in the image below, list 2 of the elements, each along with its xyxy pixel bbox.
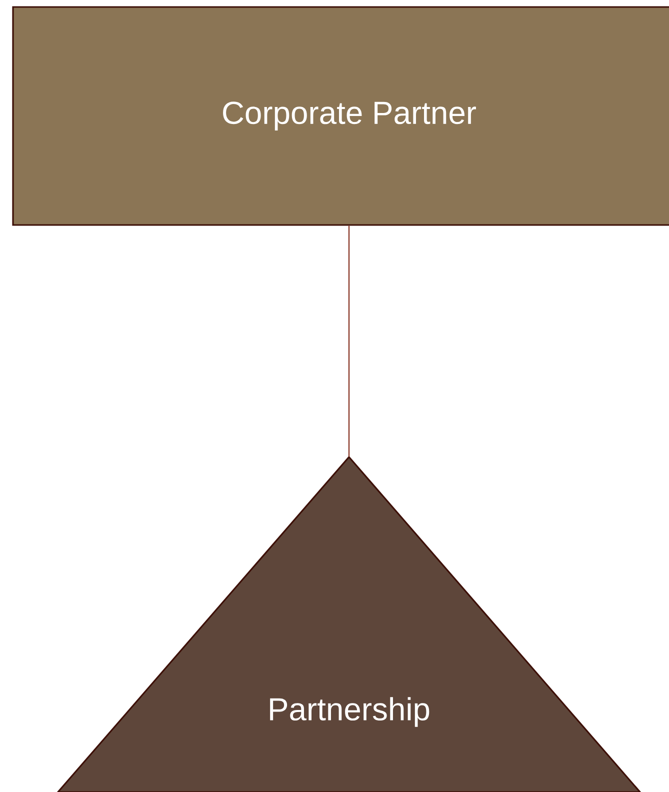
- entity-box: Corporate Partner: [12, 6, 669, 226]
- connector-line: [348, 226, 350, 457]
